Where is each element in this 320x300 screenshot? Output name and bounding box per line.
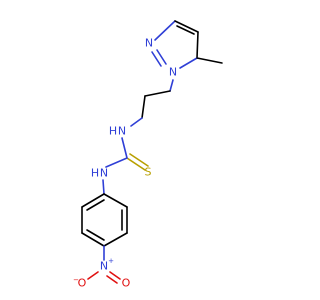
atom-o-nitro-left: O — [78, 277, 87, 290]
nitro-group — [87, 245, 121, 284]
bond-nh-cthio — [121, 137, 128, 159]
bond-ar3-ar4 — [103, 232, 128, 247]
atom-n-pyrazole-2: N — [145, 37, 153, 50]
bond-c3-c4 — [174, 20, 199, 33]
bond-nh2-aryl — [102, 179, 105, 195]
bond-nnitro-oright-double — [106, 275, 118, 284]
atom-labels: N N N H S N H N + O − O — [73, 37, 177, 290]
atom-s-thione: S — [145, 166, 152, 179]
atom-o-nitro-left-charge: − — [73, 276, 79, 284]
bond-n1-ca — [169, 79, 174, 92]
bond-n1-n2-double — [151, 51, 162, 67]
bond-n1-n2 — [156, 49, 167, 65]
pyrazole-ring — [151, 20, 223, 69]
bond-ar1-ar2 — [103, 193, 128, 208]
bond-cb-cc — [141, 95, 146, 119]
bond-cthio-s — [126, 157, 146, 171]
propyl-chain — [130, 79, 174, 127]
bond-ar6-ar1 — [81, 193, 105, 208]
atom-h-thiourea-upper: H — [109, 125, 117, 138]
bond-cc-nh — [130, 117, 143, 127]
thiourea-group — [102, 137, 149, 195]
bond-c5-methyl — [196, 57, 223, 64]
bond-nnitro-oright — [109, 271, 121, 280]
benzene-ring — [81, 193, 128, 247]
atom-h-thiourea-lower: H — [91, 167, 99, 180]
molecule-diagram: N N N H S N H N + O − O — [73, 20, 223, 290]
bond-ca-cb — [144, 90, 171, 97]
bond-ar4-ar5 — [81, 232, 105, 247]
atom-n-thiourea-lower: N — [100, 167, 108, 180]
bond-c5-n1 — [179, 57, 198, 69]
atom-n-nitro-charge: + — [108, 257, 114, 265]
bond-cthio-s-double — [129, 153, 149, 167]
bond-c4-c5 — [196, 31, 199, 59]
bond-cthio-nh2 — [105, 157, 128, 168]
atom-n-pyrazole-1: N — [169, 66, 177, 79]
atom-n-thiourea-upper: N — [118, 125, 126, 138]
bond-c3-c4-double — [176, 25, 195, 35]
atom-o-nitro-right: O — [122, 277, 131, 290]
bond-ar4-ar5-double — [86, 229, 105, 241]
bond-ar6-ar1-double — [86, 199, 105, 211]
bond-nnitro-oleft — [87, 271, 99, 280]
bond-n2-c3 — [154, 20, 176, 41]
atom-n-nitro: N — [100, 260, 108, 273]
